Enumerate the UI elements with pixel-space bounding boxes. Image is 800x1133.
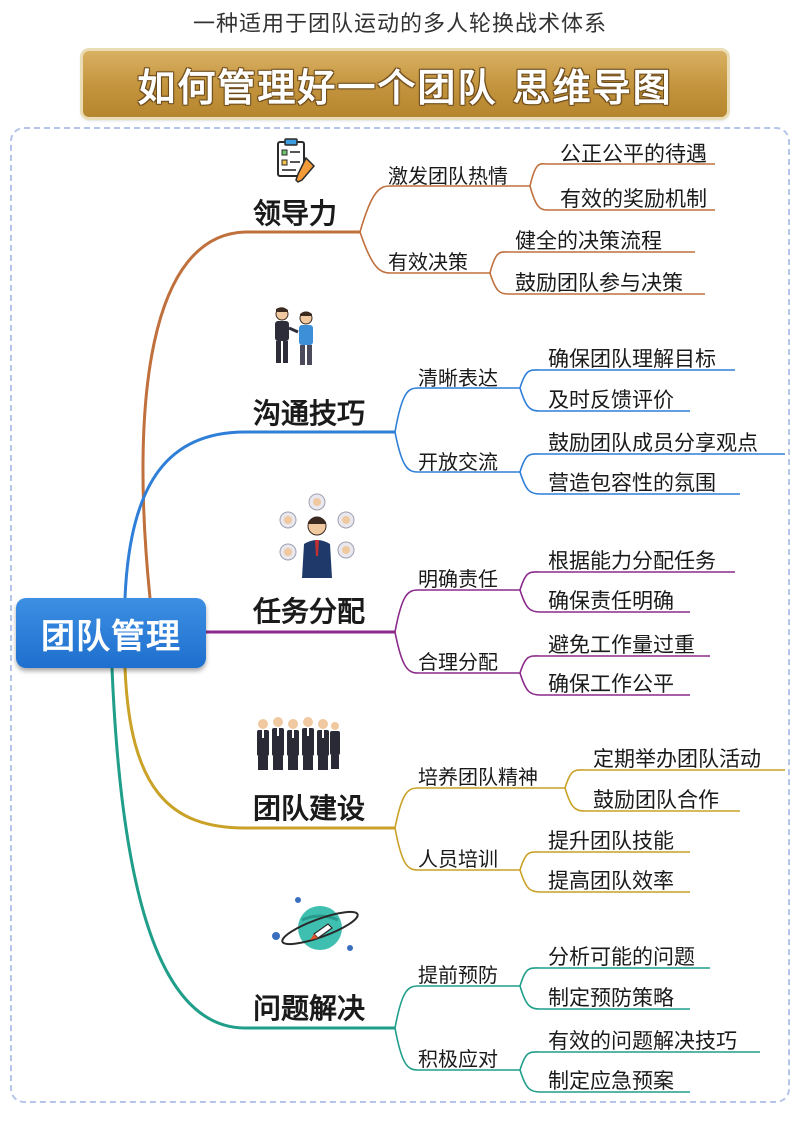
connector-b1s2-leaf1 <box>489 251 695 274</box>
team-network-icon <box>279 493 355 578</box>
connector-branch3-sub1 <box>394 589 520 633</box>
leaf-5-1-2: 制定预防策略 <box>548 986 674 1010</box>
leaf-2-2-2: 营造包容性的氛围 <box>548 471 716 495</box>
connector-branch2-sub2 <box>394 431 520 473</box>
branch-1-label: 领导力 <box>253 197 338 230</box>
leaf-1-1-1: 公正公平的待遇 <box>560 142 707 166</box>
connector-root-branch-4 <box>123 667 395 830</box>
leaf-4-2-2: 提高团队效率 <box>548 869 674 893</box>
leaf-3-2-2: 确保工作公平 <box>548 672 674 696</box>
page-caption: 一种适用于团队运动的多人轮换战术体系 <box>192 12 607 37</box>
connector-b1s1-leaf1 <box>529 162 715 187</box>
connector-branch5-sub1 <box>394 985 520 1029</box>
branch-5-label: 问题解决 <box>253 992 366 1025</box>
two-people-talking-icon <box>275 307 313 365</box>
connector-b1s2-leaf2 <box>489 272 705 295</box>
connector-branch2-sub1 <box>394 387 520 433</box>
branch-3-sub-2: 合理分配 <box>418 650 498 674</box>
leaf-1-2-1: 健全的决策流程 <box>515 229 662 253</box>
leaf-5-2-2: 制定应急预案 <box>548 1069 674 1093</box>
leaf-1-2-2: 鼓励团队参与决策 <box>515 271 683 295</box>
branch-3-sub-1: 明确责任 <box>418 567 498 591</box>
leaf-3-2-1: 避免工作量过重 <box>548 633 695 657</box>
root-label: 团队管理 <box>41 616 181 657</box>
branch-4-sub-2: 人员培训 <box>418 847 498 871</box>
leaf-4-1-2: 鼓励团队合作 <box>593 788 719 812</box>
branch-1-sub-2: 有效决策 <box>388 250 468 274</box>
connector-b5s1-leaf2 <box>519 985 690 1010</box>
leaf-4-1-1: 定期举办团队活动 <box>593 747 761 771</box>
branch-2-label: 沟通技巧 <box>253 397 366 430</box>
connector-b2s2-leaf1 <box>519 453 785 473</box>
leaf-5-1-1: 分析可能的问题 <box>548 945 695 969</box>
business-team-icon <box>257 717 340 770</box>
connector-b4s2-leaf2 <box>519 869 690 893</box>
branch-4-sub-1: 培养团队精神 <box>418 765 538 789</box>
leaf-3-1-2: 确保责任明确 <box>548 589 674 613</box>
branch-2-sub-2: 开放交流 <box>418 450 498 474</box>
connector-b3s2-leaf1 <box>519 655 710 674</box>
branch-4-label: 团队建设 <box>253 792 366 825</box>
connector-branch1-sub2 <box>359 231 490 274</box>
connector-b5s2-leaf1 <box>519 1051 760 1071</box>
connector-b3s2-leaf2 <box>519 672 690 696</box>
leaf-4-2-1: 提升团队技能 <box>548 829 674 853</box>
connector-b5s1-leaf1 <box>519 967 710 987</box>
connector-b1s1-leaf2 <box>529 185 715 211</box>
leaf-3-1-1: 根据能力分配任务 <box>548 549 716 573</box>
checklist-pencil-icon <box>277 138 316 183</box>
connector-b5s2-leaf2 <box>519 1069 690 1093</box>
branch-2-sub-1: 清晰表达 <box>418 366 498 390</box>
banner-title: 如何管理好一个团队 思维导图 <box>137 65 673 110</box>
connector-b2s1-leaf1 <box>519 369 735 389</box>
connector-b4s2-leaf1 <box>519 851 690 871</box>
branch-5-sub-2: 积极应对 <box>418 1047 498 1071</box>
connector-b4s1-leaf2 <box>564 787 740 812</box>
connector-branch4-sub1 <box>394 787 565 829</box>
connector-root-branch-1 <box>141 230 360 599</box>
branch-1-sub-1: 激发团队热情 <box>388 164 508 188</box>
mindmap-frame <box>10 127 790 1103</box>
connector-b2s2-leaf2 <box>519 471 740 495</box>
connector-b3s1-leaf2 <box>519 589 690 613</box>
connector-b2s1-leaf2 <box>519 387 690 412</box>
title-banner: 如何管理好一个团队 思维导图 <box>83 51 727 117</box>
leaf-2-1-2: 及时反馈评价 <box>548 388 674 412</box>
connector-root-branch-2 <box>123 430 395 599</box>
branch-3-label: 任务分配 <box>253 595 366 628</box>
connector-branch3-sub2 <box>394 631 520 674</box>
planet-rocket-icon <box>272 897 359 951</box>
connector-root-branch-5 <box>110 667 395 1030</box>
connector-b3s1-leaf1 <box>519 571 735 591</box>
leaf-1-1-2: 有效的奖励机制 <box>560 187 707 211</box>
leaf-2-2-1: 鼓励团队成员分享观点 <box>548 431 758 455</box>
leaf-5-2-1: 有效的问题解决技巧 <box>548 1029 737 1053</box>
branch-5-sub-1: 提前预防 <box>418 963 498 987</box>
connector-branch4-sub2 <box>394 827 520 871</box>
leaf-2-1-1: 确保团队理解目标 <box>548 347 716 371</box>
connector-b4s1-leaf1 <box>564 769 785 789</box>
root-node: 团队管理 <box>16 598 206 668</box>
connector-branch1-sub1 <box>359 185 530 233</box>
connector-branch5-sub2 <box>394 1027 520 1071</box>
